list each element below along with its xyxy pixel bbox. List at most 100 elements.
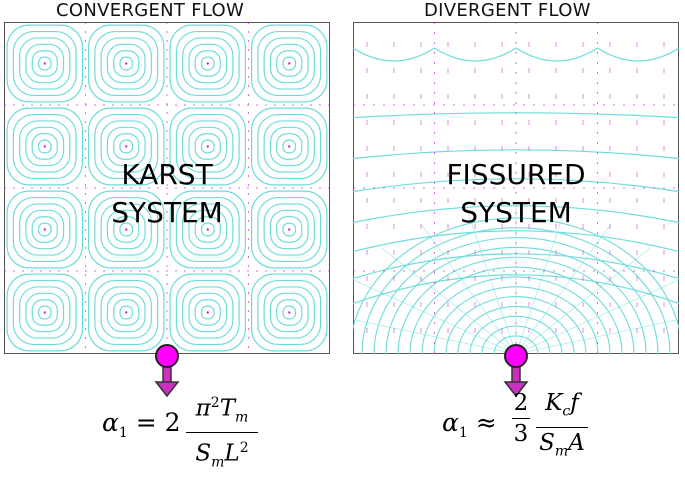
karst-streamline bbox=[6, 107, 83, 186]
karst-streamline bbox=[169, 107, 246, 186]
karst-streamline bbox=[94, 30, 159, 97]
karst-streamline bbox=[276, 133, 303, 160]
karst-outlet-marker bbox=[154, 344, 180, 398]
karst-streamline bbox=[269, 292, 309, 333]
karst-streamline bbox=[6, 24, 83, 103]
karst-streamline bbox=[263, 120, 315, 173]
karst-streamline bbox=[100, 203, 152, 256]
karst-cell-center bbox=[288, 145, 291, 148]
formula-transmissivity-subscript: m bbox=[235, 409, 249, 426]
formula-alpha-subscript: 1 bbox=[458, 425, 468, 441]
karst-streamline bbox=[100, 120, 152, 173]
karst-cell-center bbox=[125, 62, 128, 65]
karst-streamline bbox=[106, 209, 146, 250]
formula-transmissivity: T bbox=[219, 395, 236, 422]
karst-streamline bbox=[257, 113, 322, 180]
karst-streamline bbox=[113, 299, 140, 326]
formula-fracture-factor: f bbox=[570, 390, 579, 416]
formula-coefficient-denominator: 3 bbox=[513, 421, 529, 447]
karst-streamline bbox=[282, 56, 297, 71]
karst-streamline bbox=[182, 120, 234, 173]
karst-streamline bbox=[19, 203, 71, 256]
karst-streamline bbox=[182, 286, 234, 339]
karst-streamline bbox=[175, 279, 240, 346]
formula-conductivity: K bbox=[545, 390, 563, 416]
karst-streamline bbox=[113, 216, 140, 243]
karst-streamline bbox=[12, 30, 77, 97]
karst-streamline bbox=[88, 190, 165, 269]
title-convergent-flow: CONVERGENT FLOW bbox=[56, 0, 245, 21]
formula-coefficient-numerator: 2 bbox=[513, 390, 529, 416]
karst-label-line1: KARST bbox=[121, 158, 213, 191]
karst-streamline bbox=[37, 222, 52, 237]
karst-streamline bbox=[19, 286, 71, 339]
karst-streamline bbox=[106, 43, 146, 84]
karst-exchange-formula: α1 = 2 π2Tm SmL2 bbox=[102, 382, 292, 471]
karst-streamline bbox=[263, 203, 315, 256]
karst-cell-center bbox=[43, 62, 46, 65]
fissured-radial-streamline bbox=[353, 319, 517, 354]
karst-streamline bbox=[263, 286, 315, 339]
formula-equals-two: = 2 bbox=[135, 408, 181, 437]
karst-streamline bbox=[175, 30, 240, 97]
karst-streamline bbox=[188, 292, 228, 333]
karst-streamline bbox=[100, 37, 152, 90]
karst-streamline bbox=[194, 216, 221, 243]
title-divergent-flow: DIVERGENT FLOW bbox=[424, 0, 591, 21]
karst-streamline bbox=[31, 299, 58, 326]
karst-streamline bbox=[251, 273, 328, 352]
karst-streamline bbox=[188, 126, 228, 167]
karst-streamline bbox=[188, 43, 228, 84]
fissured-outlet-marker bbox=[503, 344, 529, 398]
karst-streamline bbox=[282, 139, 297, 154]
karst-streamline bbox=[282, 222, 297, 237]
karst-streamline bbox=[6, 190, 83, 269]
formula-length: L bbox=[224, 440, 240, 467]
karst-streamline bbox=[194, 133, 221, 160]
fissured-radial-streamline bbox=[466, 208, 517, 354]
formula-alpha-subscript: 1 bbox=[118, 425, 128, 441]
fissured-radial-streamline bbox=[353, 279, 517, 354]
formula-approx: ≈ bbox=[475, 408, 497, 437]
karst-streamline bbox=[194, 299, 221, 326]
karst-streamline bbox=[106, 292, 146, 333]
formula-alpha: α bbox=[442, 408, 459, 437]
karst-cell-center bbox=[125, 228, 128, 231]
karst-streamline bbox=[31, 216, 58, 243]
karst-streamline bbox=[25, 209, 65, 250]
karst-streamline bbox=[6, 273, 83, 352]
fissured-flow-panel: FISSURED SYSTEM bbox=[353, 22, 679, 354]
karst-streamline bbox=[257, 196, 322, 263]
formula-alpha: α bbox=[102, 408, 119, 437]
fissured-radial-streamline bbox=[381, 247, 517, 354]
karst-streamline bbox=[251, 107, 328, 186]
karst-streamline bbox=[119, 56, 134, 71]
fissured-exchange-formula: α1 ≈ 2 3 Kcf SmA bbox=[442, 382, 632, 466]
karst-streamline bbox=[169, 190, 246, 269]
karst-label-line2: SYSTEM bbox=[111, 196, 223, 229]
karst-cell-center bbox=[288, 311, 291, 314]
karst-streamline bbox=[269, 126, 309, 167]
karst-streamline bbox=[25, 126, 65, 167]
fissured-streamline bbox=[597, 47, 679, 62]
karst-streamline bbox=[200, 139, 215, 154]
karst-cell-center bbox=[43, 228, 46, 231]
karst-streamline bbox=[88, 273, 165, 352]
karst-streamline bbox=[12, 279, 77, 346]
fissured-streamline-plot bbox=[353, 22, 679, 354]
fissured-radial-streamline bbox=[515, 319, 679, 354]
fissured-streamline bbox=[353, 47, 435, 62]
formula-storativity-subscript: m bbox=[554, 443, 569, 460]
karst-streamline bbox=[100, 286, 152, 339]
karst-streamline bbox=[119, 222, 134, 237]
fissured-streamline bbox=[353, 178, 679, 193]
karst-streamline bbox=[119, 305, 134, 320]
karst-streamline bbox=[37, 305, 52, 320]
karst-streamline bbox=[88, 24, 165, 103]
karst-streamline bbox=[94, 113, 159, 180]
karst-flow-panel: KARST SYSTEM bbox=[4, 22, 330, 354]
karst-streamline bbox=[25, 292, 65, 333]
karst-streamline bbox=[19, 37, 71, 90]
karst-streamline bbox=[257, 30, 322, 97]
formula-storativity-subscript: m bbox=[211, 454, 225, 471]
